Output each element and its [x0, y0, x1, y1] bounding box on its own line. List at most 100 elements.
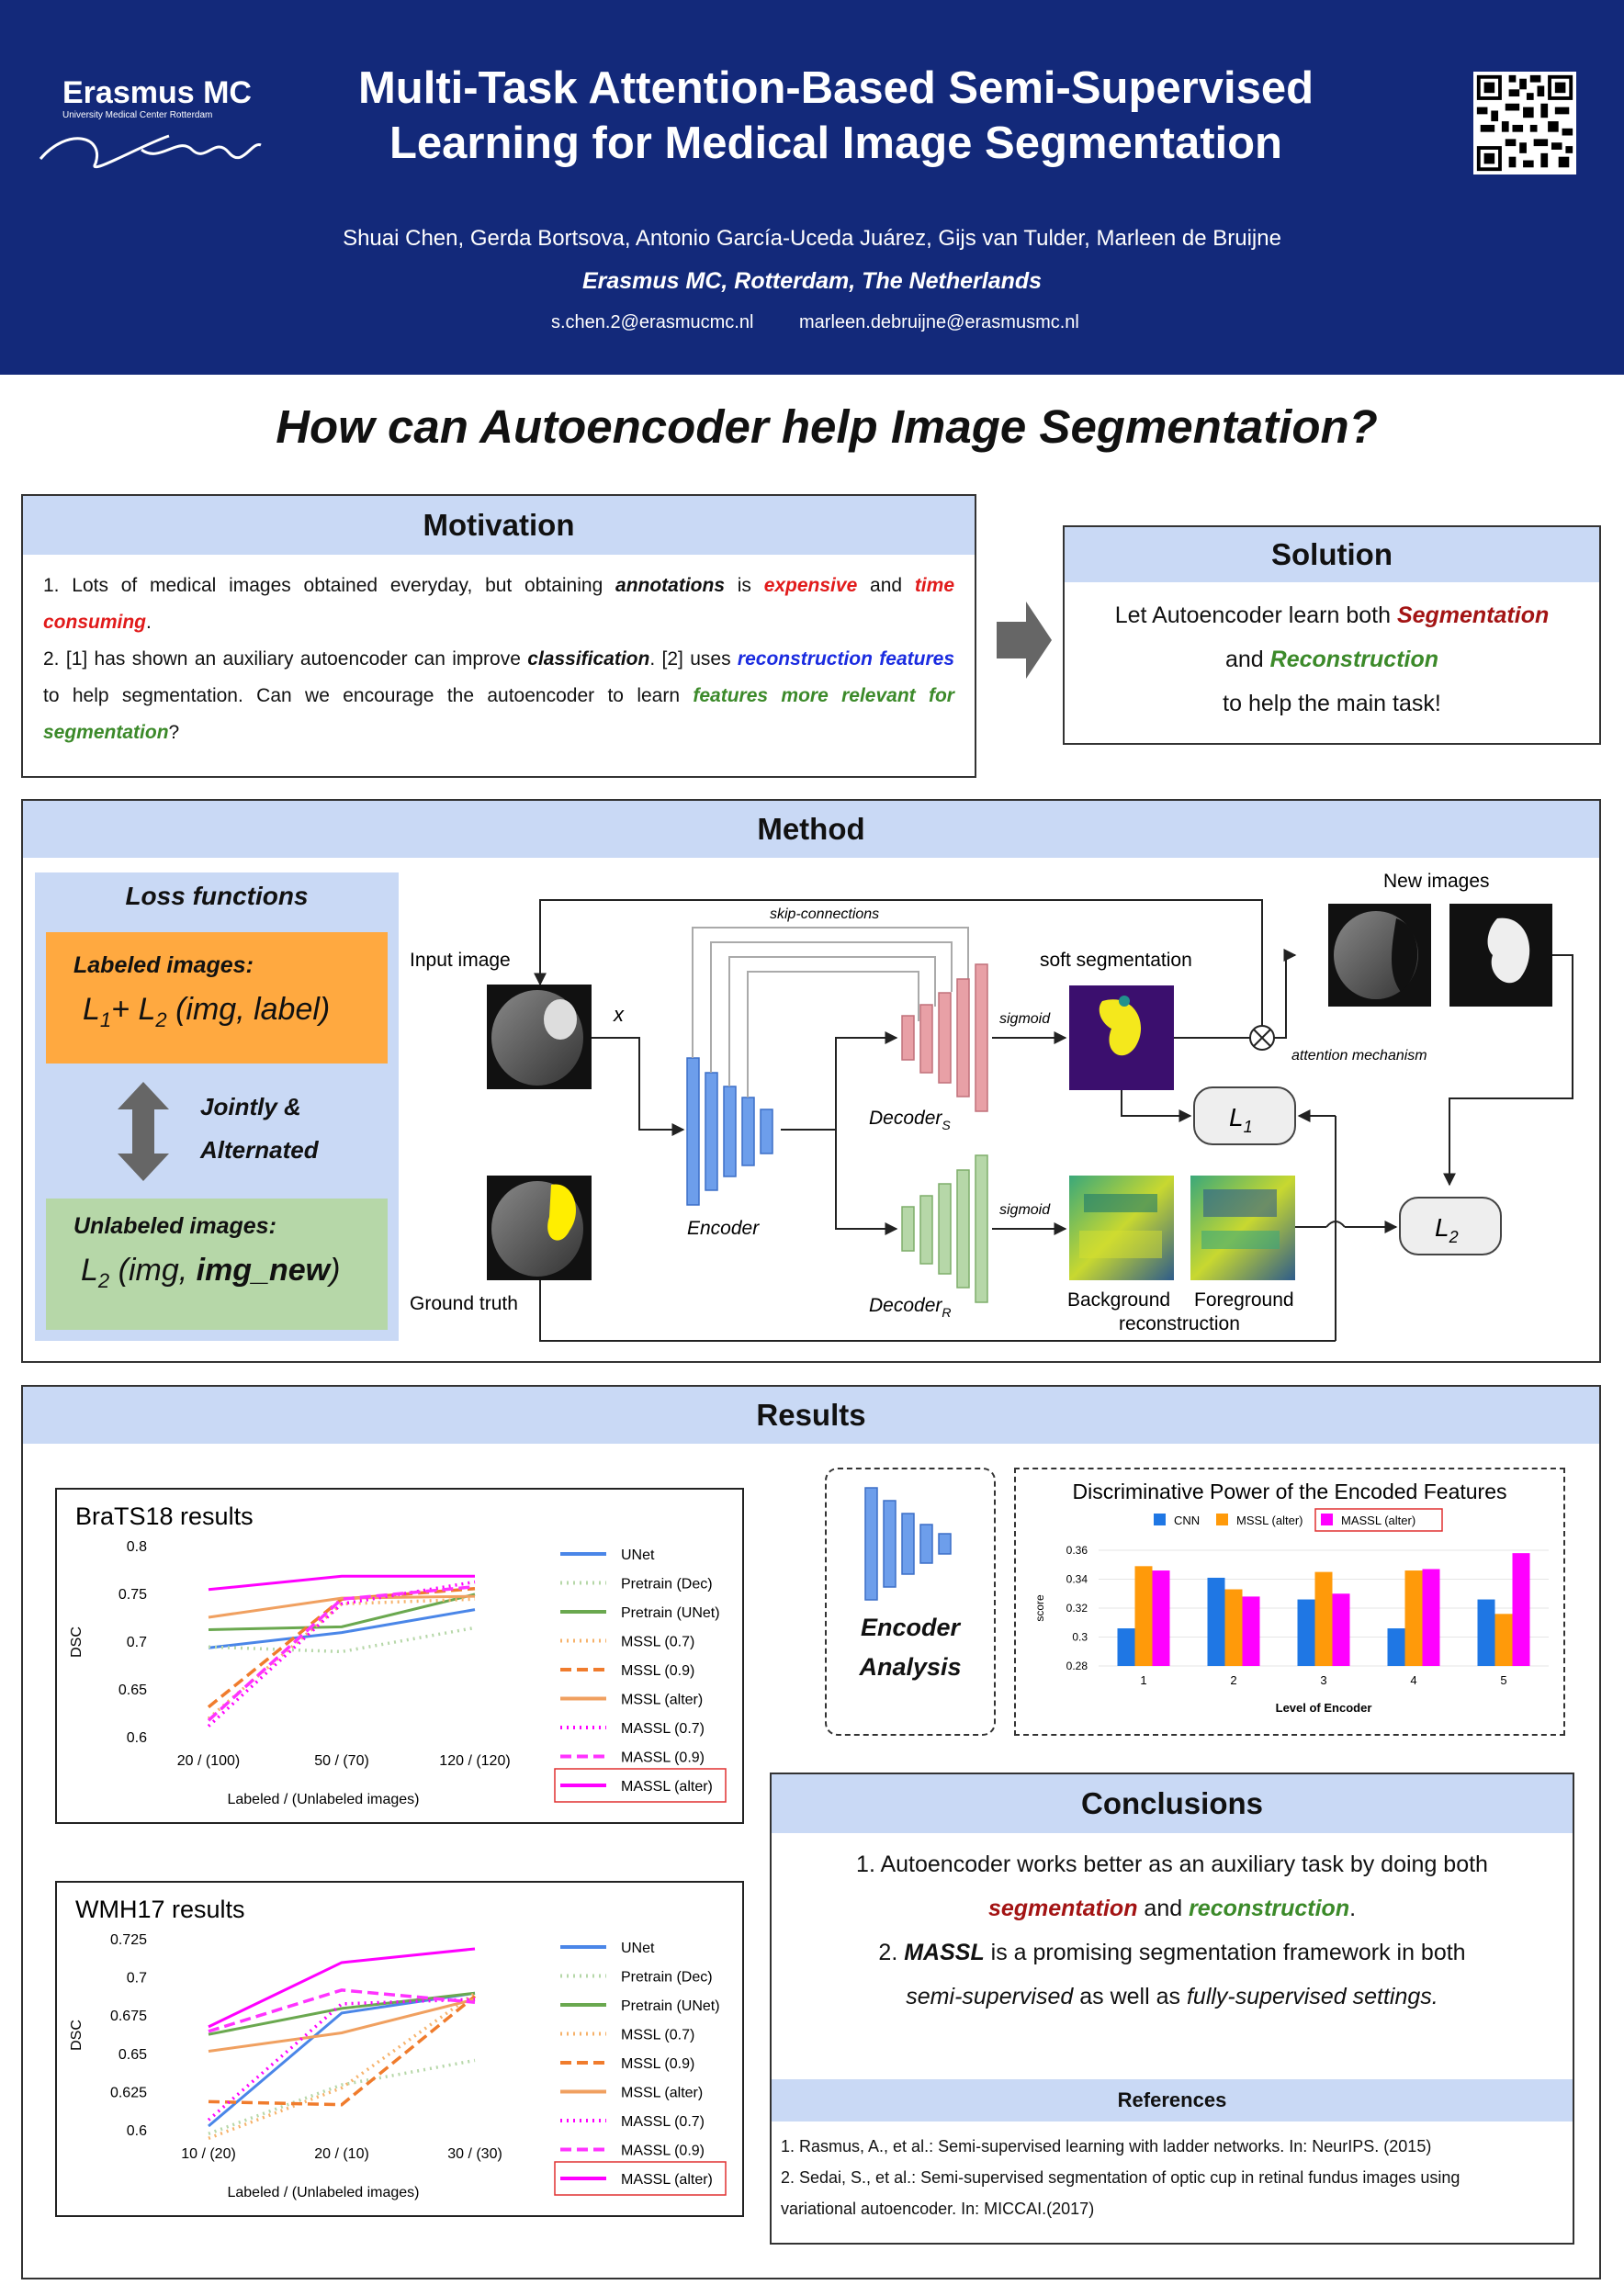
- legend-label: Pretrain (Dec): [621, 1970, 713, 1986]
- loss-functions-box: Loss functions Labeled images: L1+ L2 (i…: [35, 872, 399, 1341]
- reference-2-cont: variational autoencoder. In: MICCAI.(201…: [781, 2200, 1095, 2218]
- bar: [1494, 1614, 1513, 1666]
- y-tick-label: 0.8: [127, 1539, 147, 1555]
- chart-title: BraTS18 results: [75, 1503, 254, 1530]
- loss-title: Loss functions: [125, 882, 309, 910]
- legend-label: MSSL (0.7): [621, 2028, 694, 2043]
- background-recon-thumb: [1069, 1176, 1174, 1280]
- double-arrow-icon: [118, 1082, 169, 1181]
- affiliation: Erasmus MC, Rotterdam, The Netherlands: [581, 268, 1043, 294]
- references-title: References: [772, 2079, 1573, 2122]
- x-tick-label: 30 / (30): [447, 2146, 502, 2162]
- input-image-label: Input image: [410, 950, 511, 971]
- bar-x-tick: 1: [1140, 1673, 1146, 1687]
- central-question: How can Autoencoder help Image Segmentat…: [276, 400, 1378, 453]
- series-line: [207, 1998, 476, 2122]
- legend-highlight-box: [554, 2161, 727, 2196]
- legend-label: Pretrain (UNet): [621, 1998, 720, 2014]
- ground-truth-label: Ground truth: [410, 1293, 518, 1314]
- bar-y-tick: 0.3: [1072, 1631, 1088, 1644]
- decoder-r-blocks: [901, 1154, 988, 1303]
- solution-panel: Solution Let Autoencoder learn both Segm…: [1063, 525, 1601, 745]
- conclusions-title: Conclusions: [772, 1774, 1573, 1833]
- series-line: [208, 1574, 475, 1592]
- bar-chart-svg: Discriminative Power of the Encoded Feat…: [1033, 1480, 1549, 1715]
- legend-highlight-box: [554, 1768, 727, 1803]
- reference-1: 1. Rasmus, A., et al.: Semi-supervised l…: [781, 2137, 1432, 2155]
- legend-label: UNet: [621, 1548, 655, 1563]
- bar-y-tick: 0.34: [1066, 1573, 1088, 1586]
- legend-label: MASSL (alter): [621, 2172, 713, 2188]
- motivation-title: Motivation: [23, 496, 975, 555]
- unlabeled-box: Unlabeled images: L2 (img, img_new): [46, 1199, 388, 1330]
- x-axis-label: Labeled / (Unlabeled images): [227, 2185, 419, 2200]
- encoder-analysis-icon: [864, 1487, 952, 1601]
- bar-y-axis-label: score: [1033, 1594, 1046, 1622]
- y-tick-label: 0.725: [110, 1932, 147, 1948]
- bar: [1477, 1599, 1495, 1666]
- soft-segmentation-thumb: [1069, 985, 1174, 1090]
- bar: [1332, 1593, 1350, 1666]
- bar: [1404, 1570, 1423, 1666]
- bar-legend-label: MASSL (alter): [1341, 1514, 1415, 1527]
- bar: [1242, 1596, 1260, 1666]
- title-line-2: Learning for Medical Image Segmentation: [389, 118, 1282, 168]
- bar-x-tick: 5: [1500, 1673, 1506, 1687]
- legend-label: MSSL (0.9): [621, 2056, 694, 2072]
- loss-l1-box: [1193, 1086, 1296, 1145]
- x-tick-label: 10 / (20): [181, 2146, 236, 2162]
- bar: [1314, 1571, 1333, 1666]
- y-axis-label: DSC: [69, 1626, 85, 1658]
- bar-y-tick: 0.32: [1066, 1602, 1088, 1615]
- bar: [1512, 1553, 1530, 1666]
- unlabeled-formula: L2 (img, img_new): [81, 1253, 341, 1292]
- labeled-formula: L1+ L2 (img, label): [83, 992, 331, 1031]
- bar-x-tick: 3: [1320, 1673, 1326, 1687]
- bar-y-tick: 0.36: [1066, 1544, 1088, 1557]
- method-diagram: Input image Ground truth x Encoder skip-…: [404, 863, 1589, 1350]
- y-tick-label: 0.6: [127, 1730, 147, 1746]
- skip-connections-label: skip-connections: [770, 906, 879, 922]
- y-tick-label: 0.65: [118, 1683, 147, 1698]
- legend-label: MSSL (0.9): [621, 1663, 694, 1679]
- bar-chart-title: Discriminative Power of the Encoded Feat…: [1073, 1480, 1507, 1503]
- decoder-s-blocks: [901, 963, 988, 1112]
- series-line: [208, 1998, 476, 2053]
- loss-l2-label: L2: [1435, 1213, 1459, 1246]
- erasmus-logo-icon: [31, 108, 270, 177]
- bar-legend-label: CNN: [1174, 1514, 1200, 1527]
- results-title: Results: [23, 1387, 1599, 1444]
- bar: [1134, 1566, 1153, 1666]
- bar-legend-label: MSSL (alter): [1236, 1514, 1303, 1527]
- legend-label: MSSL (0.7): [621, 1635, 694, 1650]
- legend-label: MSSL (alter): [621, 2086, 703, 2101]
- bar: [1387, 1628, 1405, 1666]
- x-tick-label: 120 / (120): [439, 1753, 510, 1769]
- bar-x-axis-label: Level of Encoder: [1276, 1701, 1372, 1715]
- solution-title: Solution: [1065, 527, 1599, 582]
- sigmoid-recon-label: sigmoid: [999, 1202, 1051, 1218]
- background-label: Background: [1067, 1289, 1170, 1311]
- motivation-body: 1. Lots of medical images obtained every…: [43, 575, 954, 743]
- title-line-1: Multi-Task Attention-Based Semi-Supervis…: [357, 63, 1314, 113]
- decoder-r-label: DecoderR: [869, 1295, 952, 1320]
- bar-x-tick: 4: [1410, 1673, 1416, 1687]
- series-line: [208, 1593, 476, 1631]
- encoder-analysis-box: Encoder Analysis: [825, 1468, 996, 1736]
- legend-label: MSSL (alter): [621, 1693, 703, 1708]
- y-tick-label: 0.7: [127, 1971, 147, 1986]
- email-1[interactable]: s.chen.2@erasmucmc.nl: [551, 312, 754, 332]
- reference-2: 2. Sedai, S., et al.: Semi-supervised se…: [781, 2168, 1460, 2187]
- legend-label: Pretrain (Dec): [621, 1577, 713, 1593]
- logo-main: Erasmus MC: [62, 75, 252, 110]
- authors: Shuai Chen, Gerda Bortsova, Antonio Garc…: [343, 226, 1281, 251]
- legend-label: MASSL (0.7): [621, 1721, 705, 1737]
- discriminative-power-chart: Discriminative Power of the Encoded Feat…: [1014, 1468, 1565, 1736]
- email-2[interactable]: marleen.debruijne@erasmusmc.nl: [799, 312, 1079, 332]
- logo-sub: University Medical Center Rotterdam: [62, 110, 213, 120]
- new-image-1-thumb: [1328, 904, 1431, 1007]
- encoder-analysis-line1: Encoder: [860, 1614, 961, 1641]
- legend-label: MASSL (alter): [621, 1779, 713, 1795]
- qr-code-icon[interactable]: [1473, 72, 1576, 174]
